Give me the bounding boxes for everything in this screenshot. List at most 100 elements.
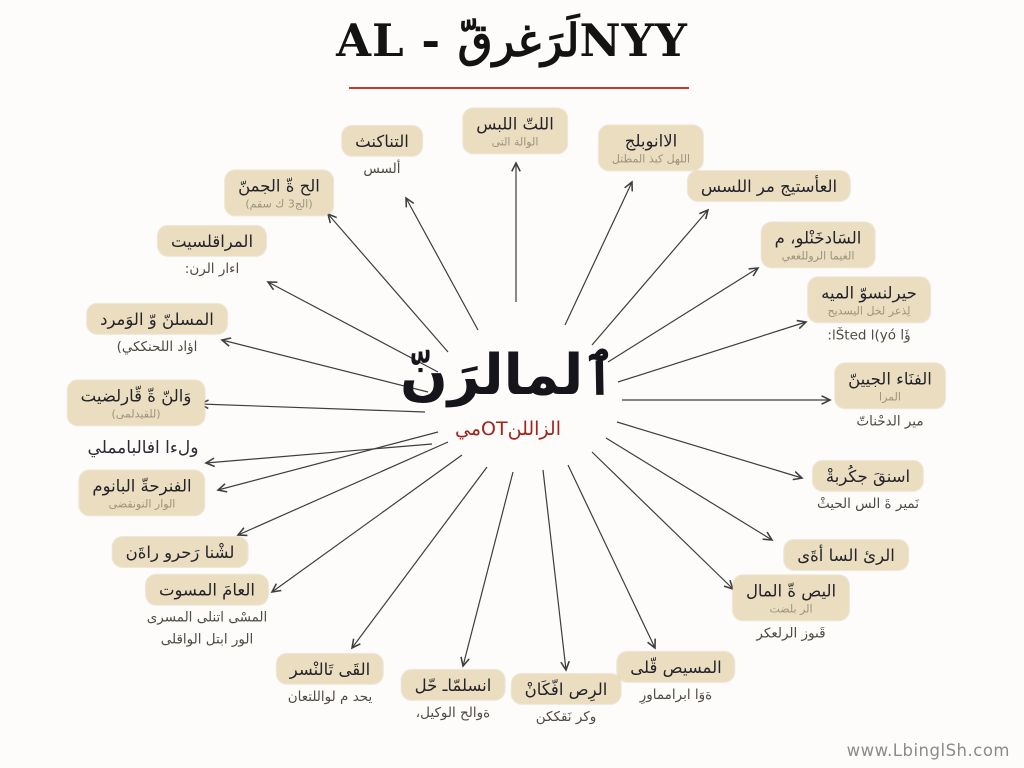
arrow bbox=[204, 443, 433, 468]
node-label: المراقلسيت bbox=[170, 231, 254, 251]
central-node: ٱلمالرَنّ الزاللنOTمي bbox=[399, 343, 617, 441]
node-label: انسلمّاـ حّل bbox=[414, 675, 492, 695]
arrow bbox=[460, 471, 514, 668]
node-caption: وكر نَقككن bbox=[535, 708, 597, 725]
diagram-node: الرِص افّكَانْ وكر نَقككن bbox=[511, 673, 621, 726]
diagram-node: الفنَاء الجيينّالمرا مير الدحْناتّ bbox=[835, 363, 945, 430]
arrow bbox=[220, 337, 429, 393]
diagram-node: انسلمّاـ حّل ةوالح الوكيل، bbox=[401, 669, 505, 722]
node-box: وَالنّ ةّ قّارلضيت(للقيدلمى) bbox=[67, 380, 205, 426]
node-box: الرئ السا أةَى bbox=[784, 539, 908, 571]
node-subtext: الوالة التى bbox=[491, 135, 539, 149]
node-label: المسيص قّلى bbox=[630, 657, 722, 677]
diagram-node: وَالنّ ةّ قّارلضيت(للقيدلمى) bbox=[67, 380, 205, 426]
node-label: الرِص افّكَانْ bbox=[524, 679, 608, 699]
node-caption: ةوالح الوكيل، bbox=[415, 704, 491, 721]
node-subtext: لِذعر لخل اليسديح bbox=[827, 304, 911, 318]
arrow bbox=[564, 180, 634, 326]
node-box: العأستيج مر اللسس bbox=[687, 170, 851, 202]
diagram-node: المراقلسيت اءار الرن: bbox=[157, 225, 267, 278]
arrow bbox=[216, 431, 439, 493]
arrow bbox=[567, 464, 656, 650]
arrow bbox=[591, 451, 735, 591]
arrow bbox=[270, 454, 463, 594]
node-caption: قَىوز الرلعكر bbox=[756, 625, 826, 642]
diagram-node: القَى تَالنْسر يحد م لواللتعان bbox=[276, 653, 384, 706]
arrow bbox=[591, 208, 710, 346]
node-box: الح ةّ الجمنّ(الج3 ك سقم) bbox=[225, 170, 333, 216]
node-box: الرِص افّكَانْ bbox=[511, 673, 621, 704]
node-subtext: الغيما الروللغعي bbox=[781, 249, 855, 263]
diagram-node: التناكنث ألسس bbox=[342, 125, 422, 178]
node-label: الفنرحةّ البانوم bbox=[92, 476, 192, 496]
arrow bbox=[350, 466, 488, 650]
arrow bbox=[616, 421, 804, 481]
node-caption: ؤَا lŠted l(yó: bbox=[827, 327, 911, 344]
arrow bbox=[326, 212, 449, 353]
watermark-url: www.LbinglSh.com bbox=[846, 741, 1010, 760]
arrow bbox=[617, 319, 808, 383]
node-caption: الور ابتل الواقلى bbox=[160, 632, 254, 649]
node-box: المسلنّ وّ الوَمرد bbox=[87, 303, 227, 334]
node-label: لشْنا رَحرو راةَن bbox=[125, 542, 235, 562]
node-caption: اءار الرن: bbox=[184, 260, 240, 277]
node-box: القَى تَالنْسر bbox=[276, 653, 384, 684]
title-underline bbox=[349, 87, 689, 89]
node-label: الاانوبلج bbox=[624, 131, 678, 151]
arrow bbox=[198, 399, 426, 413]
central-node-subtitle: الزاللنOTمي bbox=[455, 418, 561, 440]
node-label: السَادخَنْلو، م bbox=[774, 228, 862, 248]
node-box: التناكنث bbox=[342, 125, 422, 156]
diagram-node: العأستيج مر اللسس bbox=[687, 170, 851, 202]
arrow bbox=[607, 267, 760, 363]
node-label: حيرلنسوّ الميه bbox=[821, 283, 917, 303]
node-subtext: (الج3 ك سقم) bbox=[245, 197, 313, 211]
node-caption: يحد م لواللتعان bbox=[287, 688, 373, 705]
node-caption: ةوَا ابرامماورِ bbox=[639, 686, 713, 703]
node-label: المسلنّ وّ الوَمرد bbox=[100, 309, 214, 329]
node-caption: اؤاد اللحنككي) bbox=[116, 338, 198, 355]
node-subtext: اللهل كبذ المطتل bbox=[611, 152, 691, 166]
diagram-node: لشْنا رَحرو راةَن bbox=[112, 536, 248, 568]
node-label: اليص ةّ المال bbox=[745, 581, 837, 601]
node-label: اللتّ اللبس bbox=[476, 114, 554, 134]
node-subtext: (للقيدلمى) bbox=[111, 407, 161, 421]
node-box: المسيص قّلى bbox=[617, 651, 735, 682]
arrow bbox=[236, 441, 449, 537]
node-box: اسنقَ جكُربةْ bbox=[812, 460, 924, 491]
arrow bbox=[405, 196, 479, 331]
node-label: اسنقَ جكُربةْ bbox=[825, 466, 911, 486]
central-node-label: ٱلمالرَنّ bbox=[399, 343, 617, 408]
node-subtext: الوار النونقضى bbox=[108, 497, 176, 511]
diagram-node: المسيص قّلى ةوَا ابرامماورِ bbox=[617, 651, 735, 704]
node-caption: المسْى اتنلى المسرى bbox=[146, 609, 268, 626]
arrow bbox=[605, 437, 774, 541]
arrow bbox=[542, 469, 570, 672]
node-label: الح ةّ الجمنّ bbox=[238, 176, 320, 196]
node-box: العامَ المسوت bbox=[146, 574, 268, 605]
diagram-node: ولءا افالبامملي bbox=[87, 438, 199, 458]
node-label: وَالنّ ةّ قّارلضيت bbox=[80, 386, 192, 406]
node-label: التناكنث bbox=[355, 131, 409, 151]
node-box: المراقلسيت bbox=[157, 225, 267, 256]
node-caption: مير الدحْناتّ bbox=[856, 413, 924, 430]
node-caption: ألسس bbox=[363, 160, 401, 177]
diagram-node: الرئ السا أةَى bbox=[784, 539, 908, 571]
diagram-node: اسنقَ جكُربةْنَمير ةَ الس الحيثْ bbox=[812, 460, 924, 513]
node-box: الفنَاء الجيينّالمرا bbox=[835, 363, 945, 409]
node-label: الفنَاء الجيينّ bbox=[848, 369, 932, 389]
diagram-node: المسلنّ وّ الوَمرد اؤاد اللحنككي) bbox=[87, 303, 227, 356]
arrow bbox=[266, 281, 439, 373]
